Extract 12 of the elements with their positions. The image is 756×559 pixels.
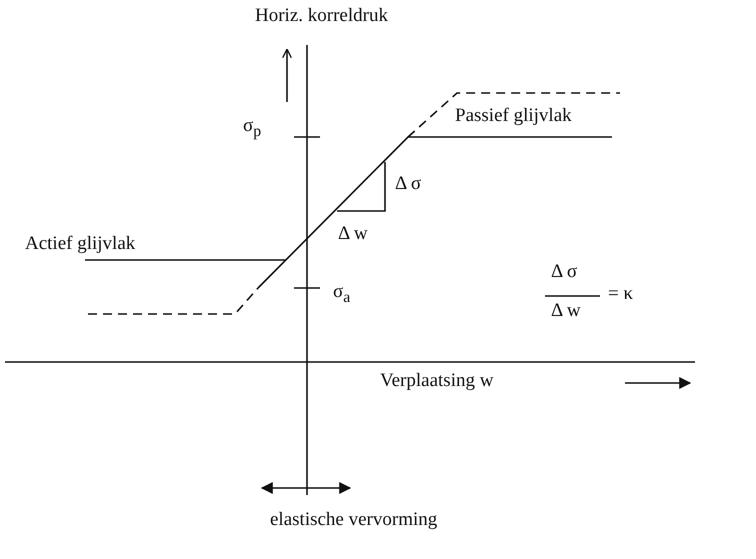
axis-label: Horiz. korreldruk (255, 6, 388, 27)
curve-label: Passief glijvlak (455, 106, 572, 127)
formula-text: = κ (608, 284, 634, 305)
symbol-label: Δ σ (395, 174, 422, 195)
curve-label: Actief glijvlak (25, 234, 136, 255)
formula-numerator: Δ σ (551, 262, 578, 283)
dimension-label: elastische vervorming (270, 510, 438, 531)
symbol-label: σ$_{a}$ (333, 282, 350, 306)
axis-label: Verplaatsing w (380, 371, 494, 392)
formula-denominator: Δ w (551, 301, 581, 322)
symbol-label: Δ w (338, 224, 368, 245)
symbol-label: σ$_{p}$ (243, 116, 262, 140)
